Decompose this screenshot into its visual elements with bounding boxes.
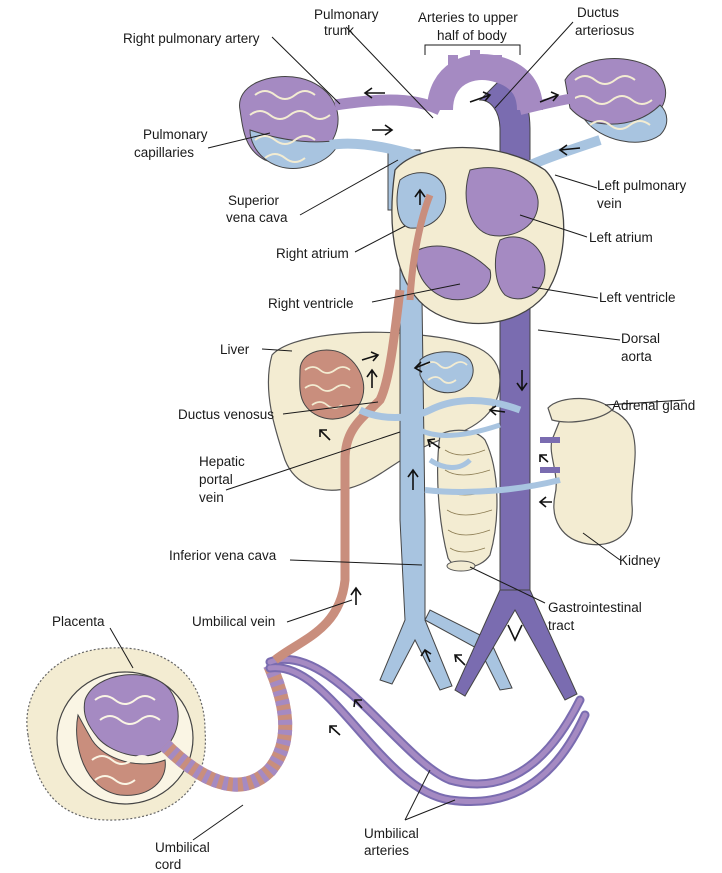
label-dorsal-aorta-2: aorta — [621, 349, 652, 364]
label-arteries-upper-1: Arteries to upper — [418, 10, 518, 25]
left-atrium-chamber — [465, 167, 539, 237]
label-hepatic-portal-vein-1: Hepatic — [199, 454, 245, 469]
label-dorsal-aorta-1: Dorsal — [621, 331, 660, 346]
adrenal-gland-shape — [547, 397, 613, 423]
leader-lines — [109, 21, 686, 841]
right-ventricle-chamber — [416, 245, 492, 301]
label-right-ventricle: Right ventricle — [268, 296, 354, 311]
left-pulmonary-capillaries — [564, 58, 668, 143]
label-hepatic-portal-vein-2: portal — [199, 472, 233, 487]
label-gastrointestinal-tract-2: tract — [548, 618, 575, 633]
label-umbilical-cord-2: cord — [155, 857, 181, 872]
right-pulmonary-capillaries — [239, 76, 341, 169]
label-adrenal-gland: Adrenal gland — [612, 398, 695, 413]
label-superior-vena-cava-2: vena cava — [226, 210, 288, 225]
label-ductus-arteriosus-1: Ductus — [577, 5, 619, 20]
flow-arrows — [319, 87, 581, 736]
label-umbilical-cord-1: Umbilical — [155, 840, 210, 855]
umbilical-arteries — [265, 655, 590, 806]
labels: Pulmonary trunk Arteries to upper half o… — [52, 5, 695, 872]
heart — [391, 146, 565, 325]
label-ductus-venosus: Ductus venosus — [178, 407, 274, 422]
liver-capillaries — [299, 349, 474, 420]
label-liver: Liver — [220, 342, 250, 357]
umbilical-cord — [160, 662, 293, 792]
label-umbilical-arteries-1: Umbilical — [364, 826, 419, 841]
label-gastrointestinal-tract-1: Gastrointestinal — [548, 600, 642, 615]
label-left-pulmonary-vein-2: vein — [597, 196, 622, 211]
kidney — [547, 397, 636, 546]
label-right-atrium: Right atrium — [276, 246, 349, 261]
label-umbilical-vein: Umbilical vein — [192, 614, 275, 629]
label-superior-vena-cava-1: Superior — [228, 193, 280, 208]
placenta — [26, 647, 206, 821]
label-left-pulmonary-vein-1: Left pulmonary — [597, 178, 687, 193]
label-pulmonary-capillaries-2: capillaries — [134, 145, 194, 160]
label-inferior-vena-cava: Inferior vena cava — [169, 548, 277, 563]
label-pulmonary-capillaries-1: Pulmonary — [143, 127, 208, 142]
hepatic-portal-vein — [358, 397, 522, 421]
right-atrium-chamber — [396, 172, 447, 229]
label-pulmonary-trunk-1: Pulmonary — [314, 7, 379, 22]
gastrointestinal-tract — [437, 429, 498, 572]
label-ductus-arteriosus-2: arteriosus — [575, 23, 635, 38]
label-umbilical-arteries-2: arteries — [364, 843, 409, 858]
aortic-arch — [427, 50, 543, 111]
label-kidney: Kidney — [619, 553, 661, 568]
gi-veins — [418, 422, 501, 470]
label-placenta: Placenta — [52, 614, 105, 629]
label-pulmonary-trunk-2: trunk — [324, 23, 354, 38]
label-right-pulmonary-artery: Right pulmonary artery — [123, 31, 260, 46]
left-ventricle-chamber — [494, 236, 546, 300]
label-hepatic-portal-vein-3: vein — [199, 490, 224, 505]
renal-vessels — [424, 477, 561, 495]
label-left-ventricle: Left ventricle — [599, 290, 676, 305]
umbilical-vein — [272, 289, 405, 664]
label-left-atrium: Left atrium — [589, 230, 653, 245]
label-arteries-upper-2: half of body — [437, 28, 507, 43]
